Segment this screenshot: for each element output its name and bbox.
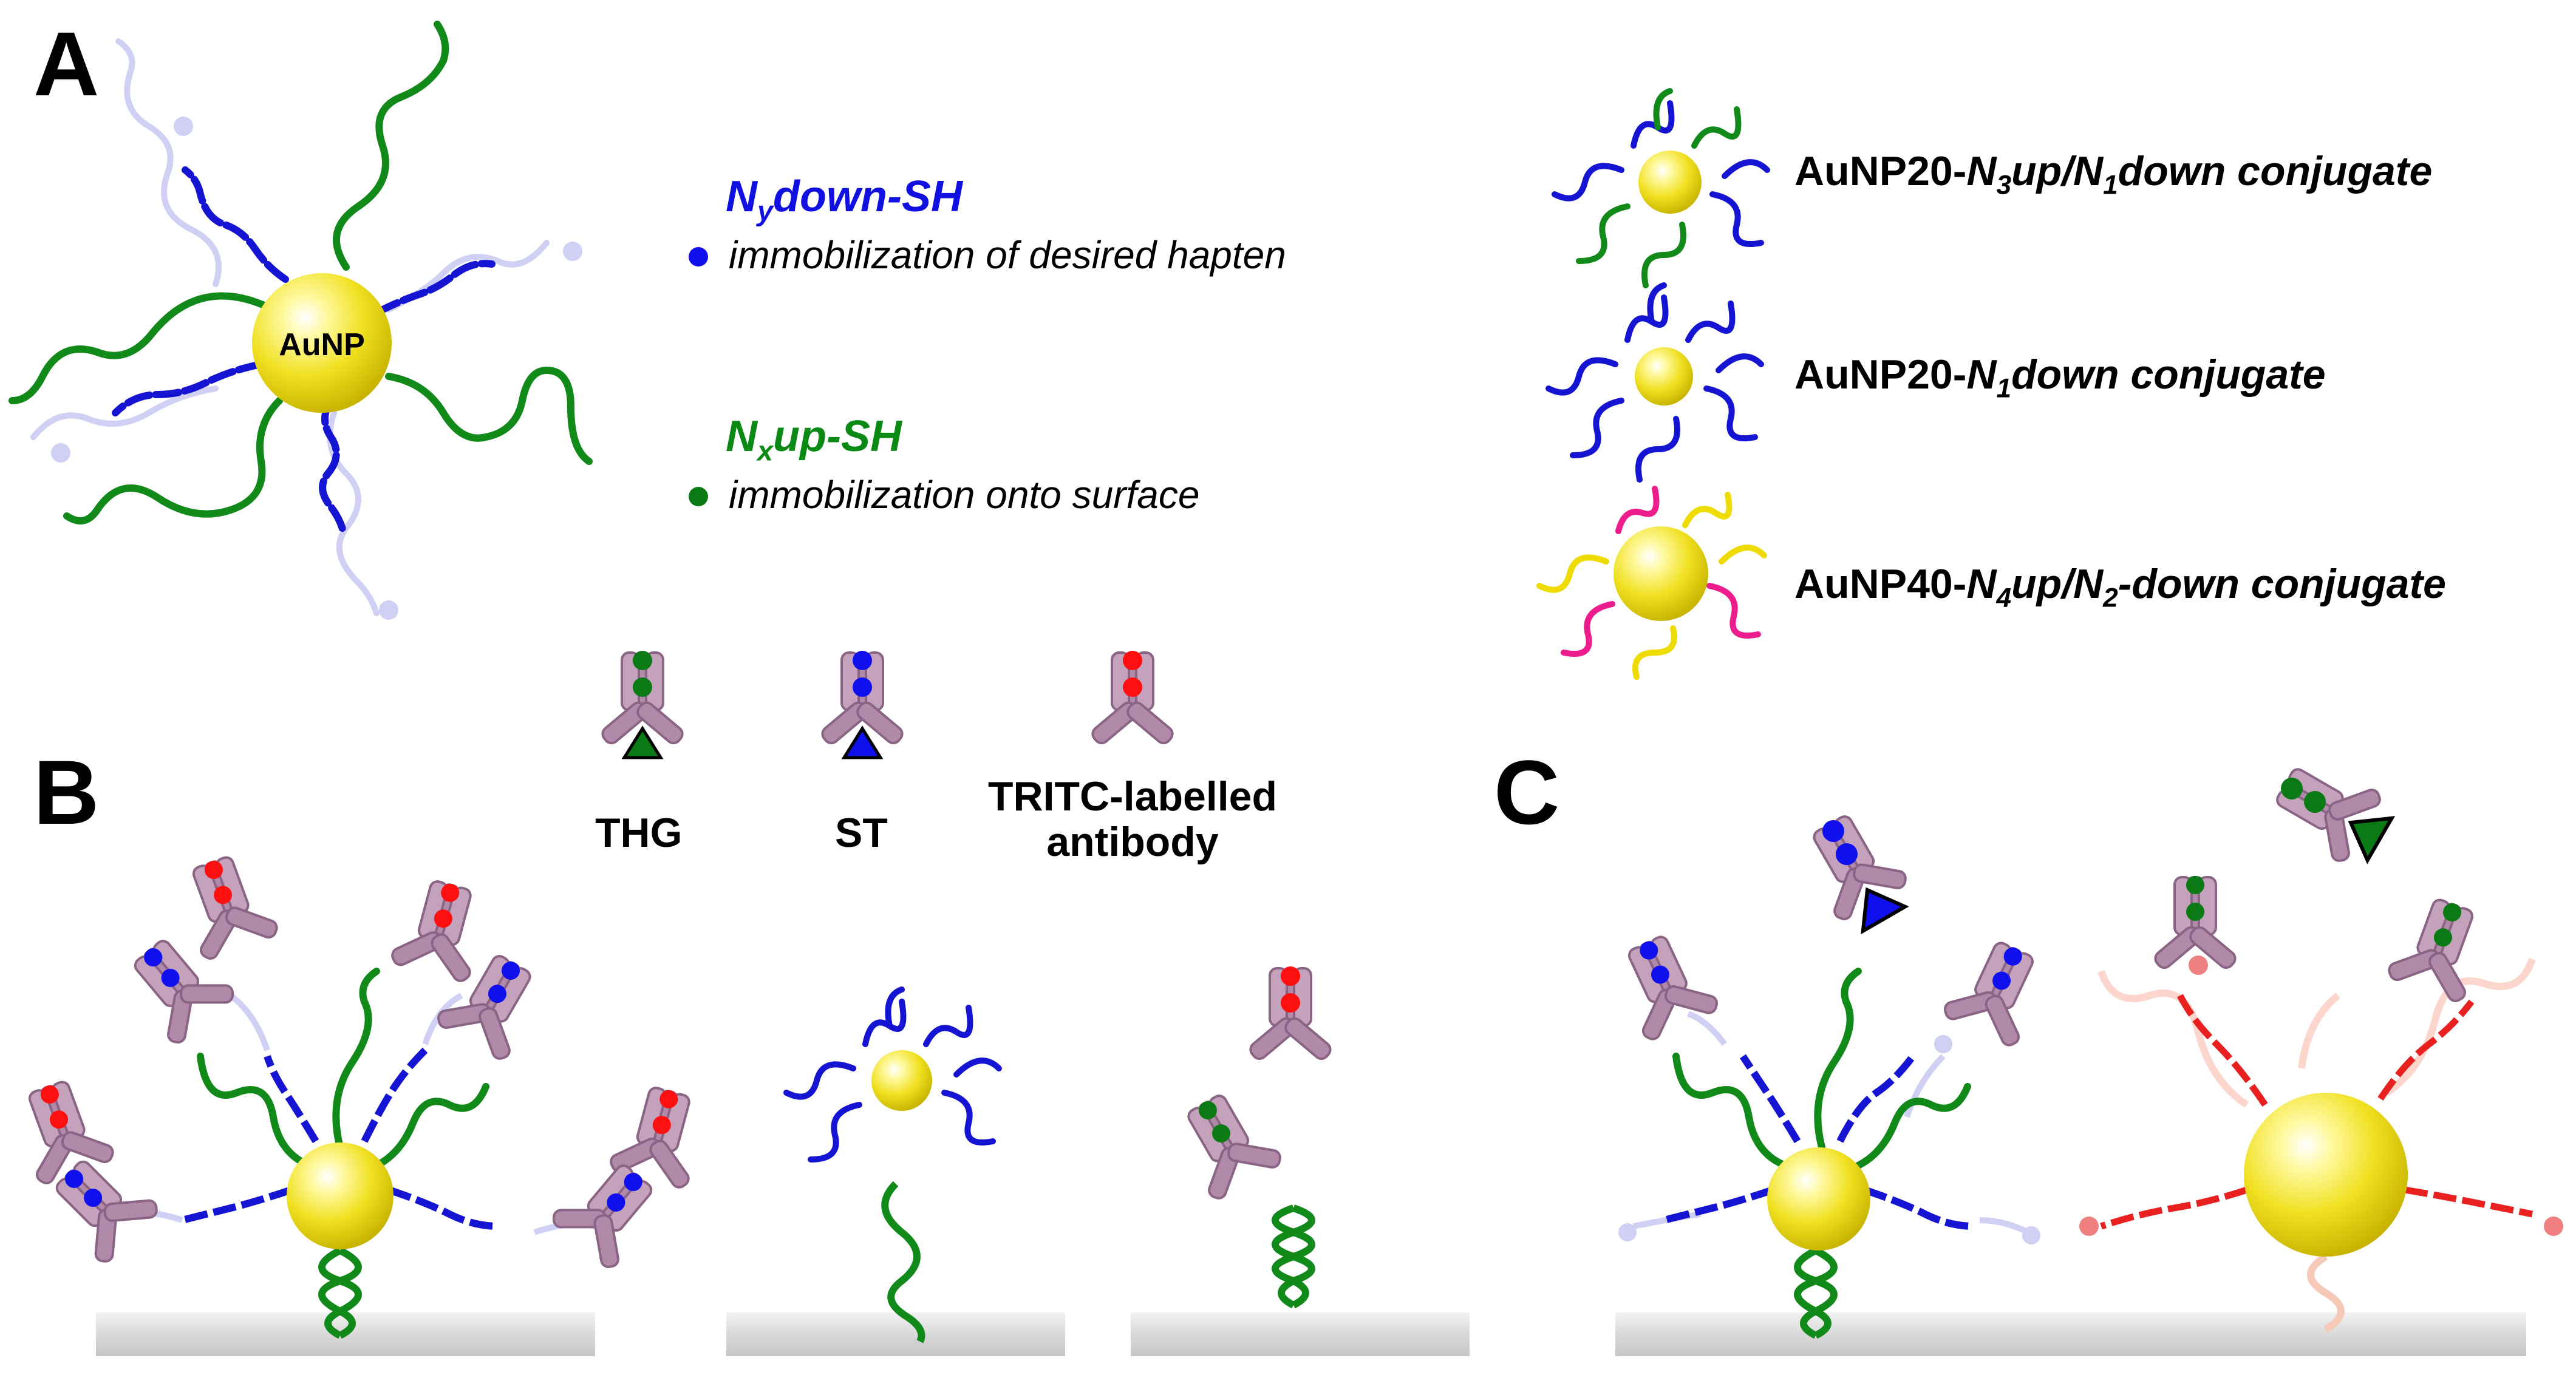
panel-b-small-conjugate <box>783 986 1002 1343</box>
ydown-description: immobilization of desired hapten <box>729 233 1286 277</box>
hapten-bullet-icon <box>689 247 708 266</box>
panel-label-a: A <box>33 13 100 115</box>
label-st: ST <box>835 810 888 856</box>
conjugate-icon-2 <box>1545 282 1764 483</box>
antibody-icon <box>5 1071 121 1191</box>
label-tritc: TRITC-labelled antibody <box>987 773 1278 865</box>
xup-description: immobilization onto surface <box>729 473 1200 517</box>
panel-label-b: B <box>33 741 100 843</box>
panel-c-left-assembly <box>1605 801 2057 1339</box>
conjugate-icon-3 <box>1536 486 1767 680</box>
aunp-label: AuNP <box>279 327 365 362</box>
antibody-icon <box>114 922 242 1052</box>
panel-b-bound-antibody <box>1165 966 1335 1309</box>
xup-title: Nxup-SH <box>726 412 902 467</box>
conjugate-label-1: AuNP20-N3up/N1down conjugate <box>1794 148 2433 200</box>
antibody-icon <box>385 873 495 988</box>
panel-label-c: C <box>1494 741 1560 843</box>
antibody-icon <box>544 1147 673 1277</box>
antibody-icon <box>38 1142 165 1270</box>
conjugate-icon-1 <box>1552 88 1770 288</box>
ydown-title: Nydown-SH <box>726 172 963 227</box>
antibody-thg-icon <box>598 651 687 759</box>
surface-slab-b3 <box>1131 1312 1470 1356</box>
antibody-st-icon <box>818 651 907 759</box>
label-thg: THG <box>595 810 683 856</box>
antibody-tritc-icon <box>1088 651 1177 747</box>
surface-slab-c <box>1615 1312 2526 1356</box>
gold-nanoparticle <box>252 273 392 413</box>
conjugate-label-2: AuNP20-N1down conjugate <box>1794 351 2326 404</box>
surface-bullet-icon <box>689 487 708 506</box>
large-aunp-conjugate <box>9 21 593 620</box>
surface-slab-b2 <box>726 1312 1065 1356</box>
antibody-icon <box>604 1079 714 1195</box>
conjugate-label-3: AuNP40-N4up/N2-down conjugate <box>1794 561 2446 613</box>
antibody-icon <box>169 846 285 966</box>
panel-c-right-assembly <box>2079 746 2563 1333</box>
antibody-icon <box>429 941 553 1068</box>
